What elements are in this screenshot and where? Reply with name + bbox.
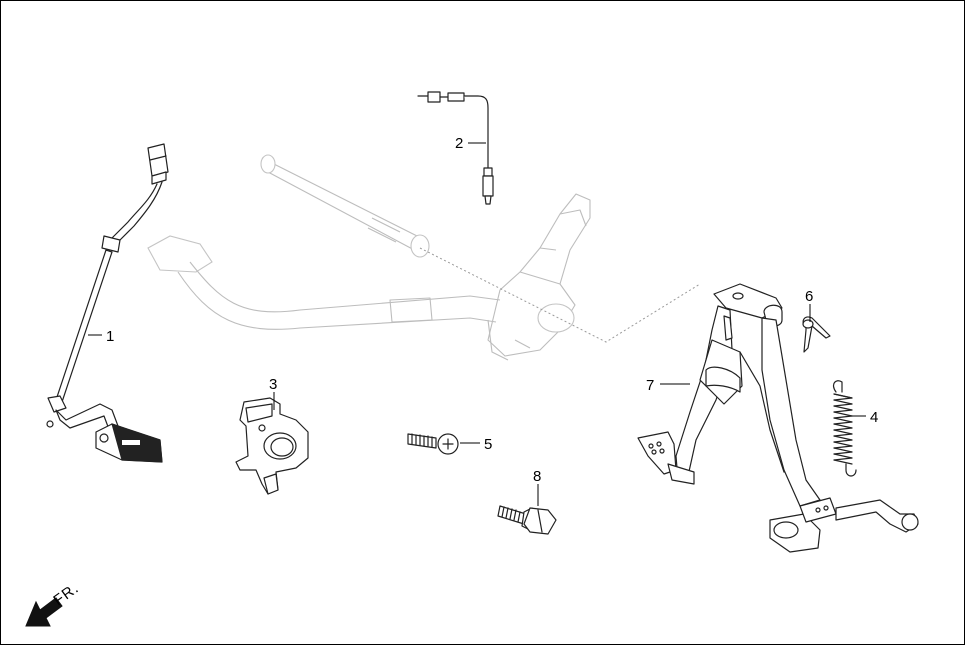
bracket-plate	[235, 397, 309, 495]
side-stand-switch	[46, 143, 169, 463]
cotter-pin	[802, 316, 831, 353]
callout-3: 3	[269, 376, 277, 393]
callout-2: 2	[455, 135, 463, 152]
leader-lines	[88, 142, 866, 506]
callout-labels: 1 2 3 4 5 6 7 8	[106, 135, 878, 485]
callout-5: 5	[484, 436, 492, 453]
callout-8: 8	[533, 468, 541, 485]
callout-1: 1	[106, 328, 114, 345]
callout-4: 4	[870, 409, 878, 426]
sensor-cable	[417, 91, 494, 205]
bolt-5	[407, 433, 459, 455]
ghost-pedal-assembly	[147, 154, 701, 361]
front-arrow-icon	[25, 597, 63, 627]
front-direction-indicator: FR.	[25, 580, 82, 627]
flange-bolt-8	[497, 505, 557, 535]
main-stand	[637, 283, 919, 553]
callout-6: 6	[805, 288, 813, 305]
return-spring	[832, 380, 857, 477]
callout-7: 7	[646, 377, 654, 394]
